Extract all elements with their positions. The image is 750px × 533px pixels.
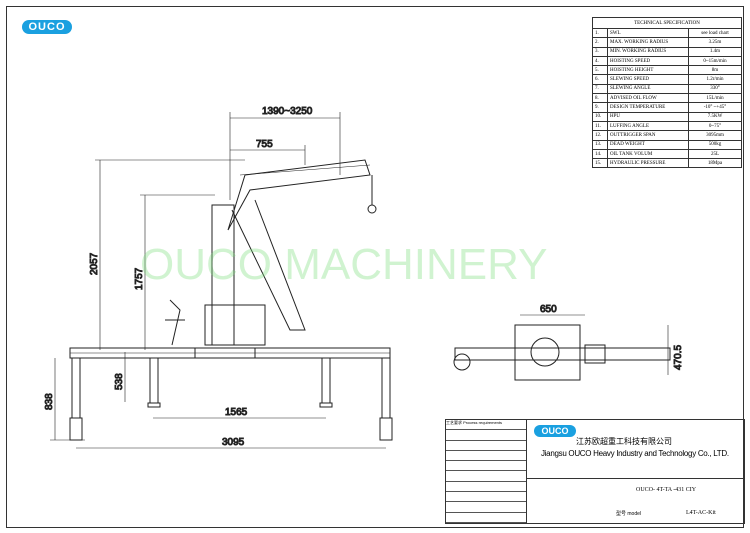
watermark: OUCO MACHINERY: [140, 240, 548, 289]
dim-leg: 838: [44, 393, 55, 410]
dim-top-width: 650: [540, 304, 557, 315]
dim-top-depth: 470.5: [673, 345, 684, 370]
base-center: [194, 347, 256, 359]
dim-height: 1757: [134, 267, 145, 290]
dim-boom: 755: [256, 139, 273, 150]
dim-base: 538: [114, 373, 125, 390]
process-title: 工艺要求 Process requirements: [446, 420, 526, 431]
model-label: 型号 model: [616, 511, 642, 517]
hook: [367, 204, 377, 214]
company-name-cn: 江苏欧超重工科技有限公司: [576, 437, 672, 446]
title-block: 工艺要求 Process requirements OUCO 江苏欧超重工科技有…: [445, 419, 745, 524]
dim-span: 3095: [222, 437, 245, 448]
operator-seat: [165, 299, 185, 346]
outrigger-legs: [69, 357, 393, 441]
dim-span-inner: 1565: [225, 407, 248, 418]
top-view: [453, 324, 671, 381]
boom-cylinder: [231, 199, 306, 331]
model-number: L4T-AC-Kit: [686, 510, 716, 516]
process-requirements: 工艺要求 Process requirements: [446, 420, 527, 523]
ouco-logo: OUCO: [22, 20, 72, 34]
spec-value: 18Mpa: [688, 158, 742, 169]
dim-height-max: 2057: [89, 252, 100, 275]
drawing-code: OUCO- 4T-TA -431 CIY: [636, 487, 697, 493]
company-name-en: Jiangsu OUCO Heavy Industry and Technolo…: [541, 449, 729, 458]
title-grid: [526, 478, 744, 524]
title-logo: OUCO: [534, 425, 576, 437]
dim-reach: 1390~3250: [262, 106, 313, 117]
drawing-border: [6, 6, 744, 528]
main-boom: [227, 159, 371, 231]
slewing-unit: [204, 304, 266, 346]
